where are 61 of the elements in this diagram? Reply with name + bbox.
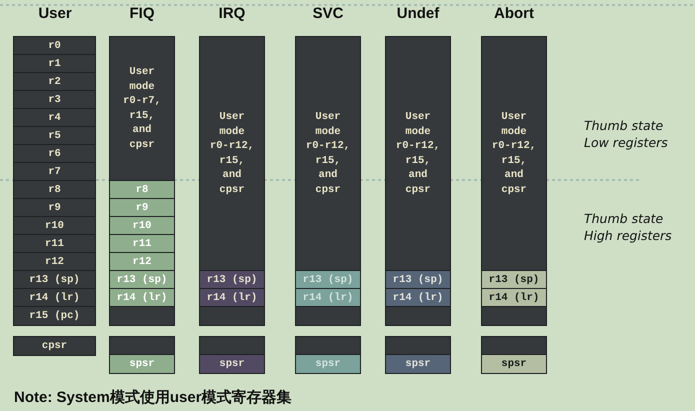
column-header: SVC [312,5,344,22]
register-cell: r8 [13,180,96,200]
register-cell: r10 [109,216,175,236]
register-cell: r13 (sp) [385,270,451,290]
register-cell: r13 (sp) [295,270,361,290]
register-cell: r3 [13,90,96,110]
register-cell: r13 (sp) [199,270,265,290]
column-header: User [37,5,73,22]
annotation-text: Thumb state Low registers [584,117,669,151]
register-cell: r12 [13,252,96,272]
column-header: IRQ [218,5,246,22]
register-cell: r13 (sp) [481,270,547,290]
empty-register-cell [385,306,451,326]
empty-register-cell [199,306,265,326]
empty-register-cell [109,306,175,326]
register-cell: spsr [109,354,175,374]
register-cell: r14 (lr) [199,288,265,308]
shared-register-block: User mode r0-r7, r15, and cpsr [109,36,175,182]
empty-register-cell [295,306,361,326]
register-cell: r4 [13,108,96,128]
register-cell: r6 [13,144,96,164]
note-text: Note: System模式使用user模式寄存器集 [14,388,292,407]
empty-register-cell [109,336,175,356]
register-cell: r0 [13,36,96,56]
register-cell: r14 (lr) [109,288,175,308]
empty-register-cell [199,336,265,356]
empty-register-cell [295,336,361,356]
register-cell: spsr [481,354,547,374]
register-cell: spsr [385,354,451,374]
register-cell: r2 [13,72,96,92]
register-cell: r15 (pc) [13,306,96,326]
column-header: Abort [493,5,535,22]
register-cell: r9 [13,198,96,218]
register-cell: r14 (lr) [13,288,96,308]
shared-register-block: User mode r0-r12, r15, and cpsr [199,36,265,272]
register-cell: r13 (sp) [13,270,96,290]
empty-register-cell [481,336,547,356]
shared-register-block: User mode r0-r12, r15, and cpsr [295,36,361,272]
shared-register-block: User mode r0-r12, r15, and cpsr [481,36,547,272]
register-cell: r7 [13,162,96,182]
empty-register-cell [385,336,451,356]
register-cell: r14 (lr) [295,288,361,308]
register-cell: r11 [109,234,175,254]
annotation-text: Thumb state High registers [584,210,673,244]
column-header: Undef [396,5,440,22]
register-cell: r14 (lr) [481,288,547,308]
register-cell: r12 [109,252,175,272]
register-cell: r8 [109,180,175,200]
register-cell: r9 [109,198,175,218]
register-cell: r11 [13,234,96,254]
register-cell: r14 (lr) [385,288,451,308]
register-cell: r1 [13,54,96,74]
register-cell: cpsr [13,336,96,356]
register-cell: spsr [199,354,265,374]
empty-register-cell [481,306,547,326]
register-cell: r13 (sp) [109,270,175,290]
register-cell: spsr [295,354,361,374]
shared-register-block: User mode r0-r12, r15, and cpsr [385,36,451,272]
register-cell: r10 [13,216,96,236]
column-header: FIQ [128,5,156,22]
register-cell: r5 [13,126,96,146]
